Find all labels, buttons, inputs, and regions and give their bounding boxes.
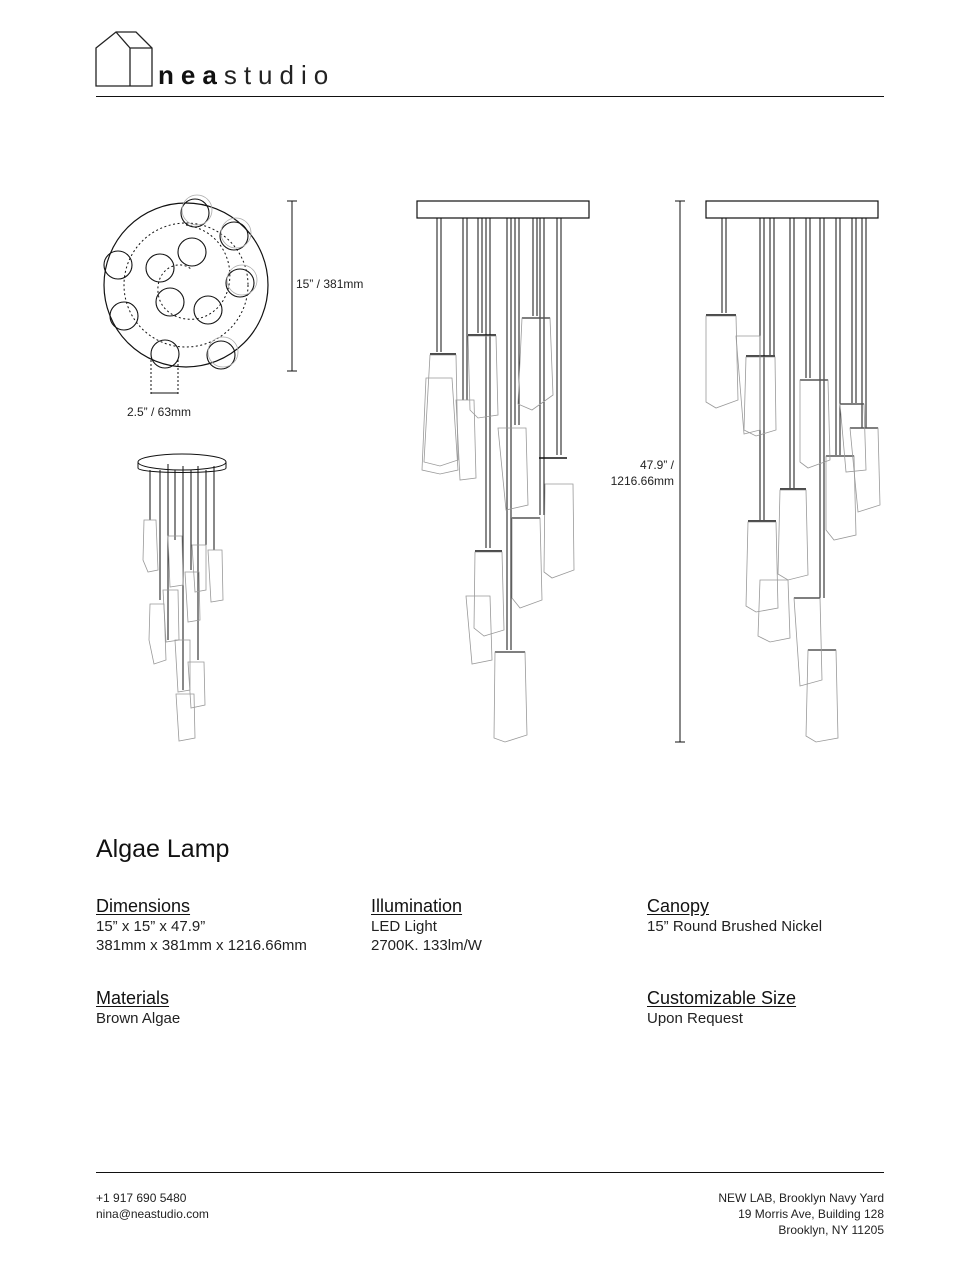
spec-customizable-line1: Upon Request xyxy=(647,1010,743,1027)
header-rule xyxy=(96,96,884,97)
pendant-diameter-label: 2.5” / 63mm xyxy=(127,405,192,419)
spec-materials-heading: Materials xyxy=(96,988,170,1008)
spec-canopy-line1: 15” Round Brushed Nickel xyxy=(647,918,823,935)
footer-rule xyxy=(96,1172,884,1173)
spec-dimensions-heading: Dimensions xyxy=(96,896,191,916)
footer-email: nina@neastudio.com xyxy=(96,1207,209,1221)
height-label-1: 47.9” / xyxy=(639,458,674,472)
product-title: Algae Lamp xyxy=(96,835,230,863)
footer-address-line1: NEW LAB, Brooklyn Navy Yard xyxy=(718,1191,884,1205)
footer-contact: +1 917 690 5480 nina@neastudio.com xyxy=(96,1190,209,1222)
side-elevation-drawing xyxy=(705,200,881,743)
spec-illumination-line2: 2700K. 133lm/W xyxy=(371,937,482,954)
front-elevation-drawing xyxy=(416,200,590,743)
footer-address-line2: 19 Morris Ave, Building 128 xyxy=(738,1207,884,1221)
spec-illumination: Illumination LED Light 2700K. 133lm/W xyxy=(371,895,631,955)
canopy-diameter-label: 15” / 381mm xyxy=(296,277,364,291)
spec-dimensions-line2: 381mm x 381mm x 1216.66mm xyxy=(96,937,307,954)
spec-dimensions-line1: 15” x 15” x 47.9” xyxy=(96,918,206,935)
footer-phone: +1 917 690 5480 xyxy=(96,1191,187,1205)
technical-drawing xyxy=(103,194,881,743)
spec-illumination-line1: LED Light xyxy=(371,918,437,935)
brand-bold: nea xyxy=(158,60,224,90)
footer-address: NEW LAB, Brooklyn Navy Yard 19 Morris Av… xyxy=(718,1190,884,1238)
logo-house-icon xyxy=(95,31,153,87)
spec-canopy-heading: Canopy xyxy=(647,896,710,916)
spec-customizable: Customizable Size Upon Request xyxy=(647,987,907,1028)
spec-materials-line1: Brown Algae xyxy=(96,1010,181,1027)
height-label-2: 1216.66mm xyxy=(610,474,674,488)
brand-wordmark: neastudio xyxy=(158,60,335,91)
spec-illumination-heading: Illumination xyxy=(371,896,463,916)
spec-materials: Materials Brown Algae xyxy=(96,987,356,1028)
perspective-drawing xyxy=(137,453,227,742)
spec-customizable-heading: Customizable Size xyxy=(647,988,797,1008)
spec-dimensions: Dimensions 15” x 15” x 47.9” 381mm x 381… xyxy=(96,895,356,955)
brand-light: studio xyxy=(223,60,336,90)
footer-address-line3: Brooklyn, NY 11205 xyxy=(778,1223,884,1237)
top-view-drawing xyxy=(103,194,297,395)
spec-canopy: Canopy 15” Round Brushed Nickel xyxy=(647,895,907,936)
